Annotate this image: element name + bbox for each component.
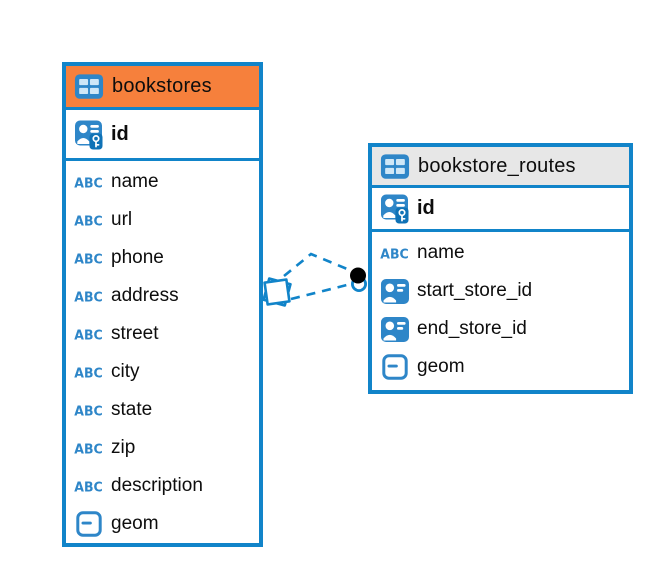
column-row[interactable]: ABC street bbox=[66, 315, 259, 353]
column-row[interactable]: ABC name bbox=[66, 163, 259, 201]
entity-title: bookstores bbox=[112, 75, 212, 97]
relationship-line-upper[interactable] bbox=[283, 252, 353, 278]
geometry-icon bbox=[379, 352, 410, 382]
column-row[interactable]: ABC name bbox=[372, 234, 629, 272]
column-name: geom bbox=[111, 513, 159, 534]
column-name: id bbox=[417, 197, 435, 219]
column-row[interactable]: ABC url bbox=[66, 201, 259, 239]
text-icon: ABC bbox=[74, 401, 103, 419]
column-row[interactable]: ABC phone bbox=[66, 239, 259, 277]
column-row[interactable]: ABC state bbox=[66, 391, 259, 429]
column-name: description bbox=[111, 475, 203, 496]
relationship-source-marker[interactable] bbox=[262, 277, 292, 307]
text-icon: ABC bbox=[74, 287, 103, 305]
column-row[interactable]: ABC city bbox=[66, 353, 259, 391]
entity-bookstore-routes[interactable]: bookstore_routes id ABC bbox=[368, 143, 633, 394]
column-name: id bbox=[111, 122, 129, 145]
column-name: start_store_id bbox=[417, 280, 533, 301]
entity-title: bookstore_routes bbox=[418, 154, 576, 177]
geometry-icon bbox=[73, 509, 104, 539]
primary-key-icon bbox=[73, 119, 104, 149]
text-icon: ABC bbox=[380, 244, 409, 262]
column-row[interactable]: end_store_id bbox=[372, 310, 629, 348]
entity-bookstore-routes-columns: ABC name start_store_id bbox=[372, 229, 629, 386]
reference-icon bbox=[379, 314, 410, 344]
column-name: name bbox=[417, 242, 465, 263]
primary-key-icon bbox=[379, 194, 410, 224]
column-row-pk[interactable]: id bbox=[66, 107, 259, 158]
reference-icon bbox=[379, 276, 410, 306]
entity-bookstores-header[interactable]: bookstores bbox=[66, 66, 259, 107]
column-name: address bbox=[111, 285, 179, 306]
column-name: phone bbox=[111, 247, 164, 268]
text-icon: ABC bbox=[74, 173, 103, 191]
table-icon bbox=[379, 151, 410, 181]
entity-bookstores-columns: ABC name ABC url ABC phone ABC address A… bbox=[66, 158, 259, 543]
column-row[interactable]: start_store_id bbox=[372, 272, 629, 310]
column-row[interactable]: geom bbox=[372, 348, 629, 386]
column-name: name bbox=[111, 171, 159, 192]
text-icon: ABC bbox=[74, 249, 103, 267]
column-row[interactable]: geom bbox=[66, 505, 259, 543]
table-icon bbox=[73, 72, 104, 102]
column-name: geom bbox=[417, 356, 465, 377]
column-name: url bbox=[111, 209, 133, 230]
text-icon: ABC bbox=[74, 363, 103, 381]
column-name: city bbox=[111, 361, 140, 382]
entity-bookstore-routes-header[interactable]: bookstore_routes bbox=[372, 147, 629, 185]
column-name: end_store_id bbox=[417, 318, 527, 339]
column-name: zip bbox=[111, 437, 136, 458]
column-row-pk[interactable]: id bbox=[372, 185, 629, 229]
relationship-target-marker[interactable] bbox=[350, 267, 367, 292]
relationship-line-lower[interactable] bbox=[290, 282, 352, 301]
text-icon: ABC bbox=[74, 439, 103, 457]
column-name: street bbox=[111, 323, 159, 344]
text-icon: ABC bbox=[74, 211, 103, 229]
column-row[interactable]: ABC zip bbox=[66, 429, 259, 467]
column-row[interactable]: ABC description bbox=[66, 467, 259, 505]
text-icon: ABC bbox=[74, 477, 103, 495]
column-name: state bbox=[111, 399, 153, 420]
entity-bookstores[interactable]: bookstores id ABC bbox=[62, 62, 263, 547]
column-row[interactable]: ABC address bbox=[66, 277, 259, 315]
text-icon: ABC bbox=[74, 325, 103, 343]
